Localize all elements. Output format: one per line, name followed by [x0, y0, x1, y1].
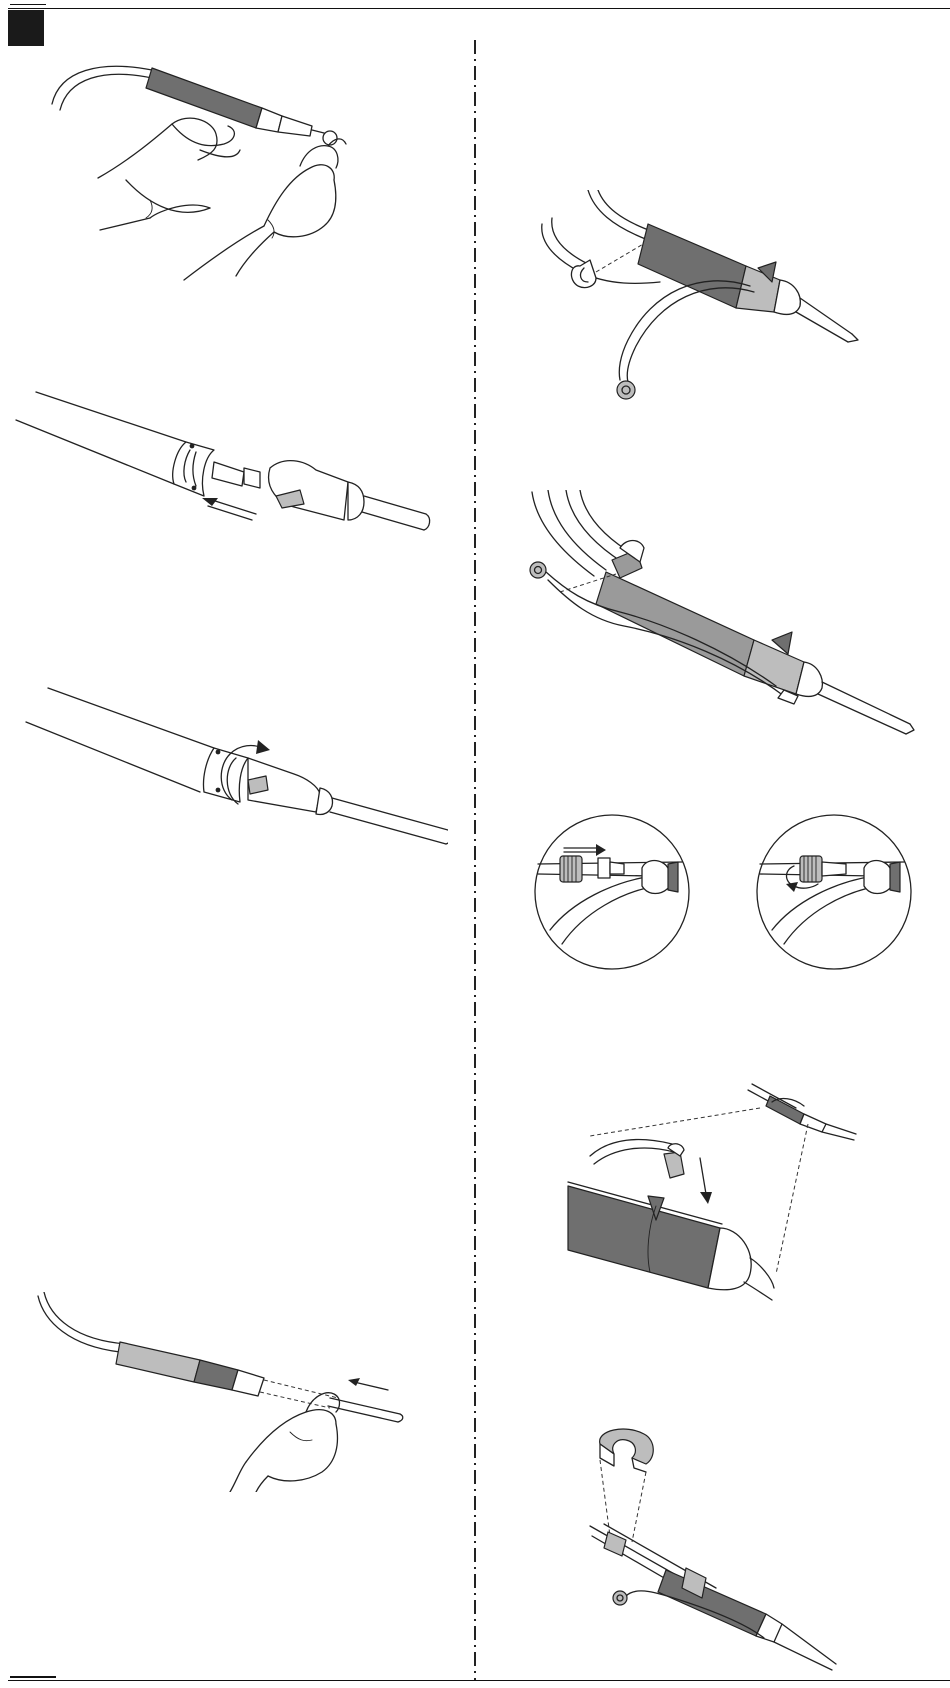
- figure-hand-tip-wrench: [30, 1292, 410, 1492]
- footer-tick-mark: [10, 1676, 56, 1678]
- figure-detail-connector-rotate: [754, 812, 914, 972]
- figure-handpiece-cables-clip: [526, 490, 916, 740]
- figure-tip-slide-in: [8, 380, 438, 580]
- footer-rule: [8, 1680, 950, 1681]
- figure-hands-assembling-tip: [40, 50, 380, 285]
- section-marker-block: [8, 10, 44, 46]
- figure-cable-clip-zoom: [586, 1428, 846, 1678]
- figure-handpiece-irrigation-tube: [540, 190, 900, 410]
- figure-clip-mount-zoom: [560, 1078, 880, 1318]
- figure-detail-connector-push: [532, 812, 692, 972]
- header-rule: [8, 8, 950, 9]
- column-divider: [474, 40, 476, 1680]
- header-tick-mark: [10, 4, 46, 5]
- figure-tip-rotate-lock: [18, 678, 448, 868]
